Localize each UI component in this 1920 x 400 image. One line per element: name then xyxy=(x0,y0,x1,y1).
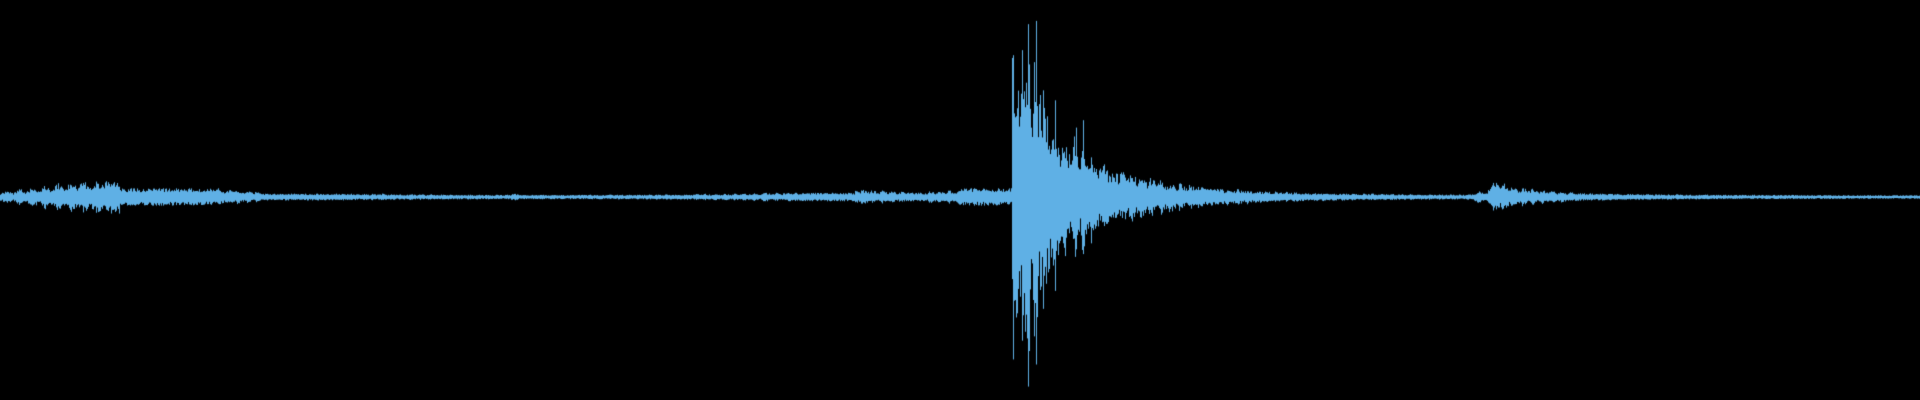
audio-waveform-viewer[interactable] xyxy=(0,0,1920,400)
waveform-render-layer xyxy=(0,0,1920,400)
waveform-canvas[interactable] xyxy=(0,0,1920,400)
